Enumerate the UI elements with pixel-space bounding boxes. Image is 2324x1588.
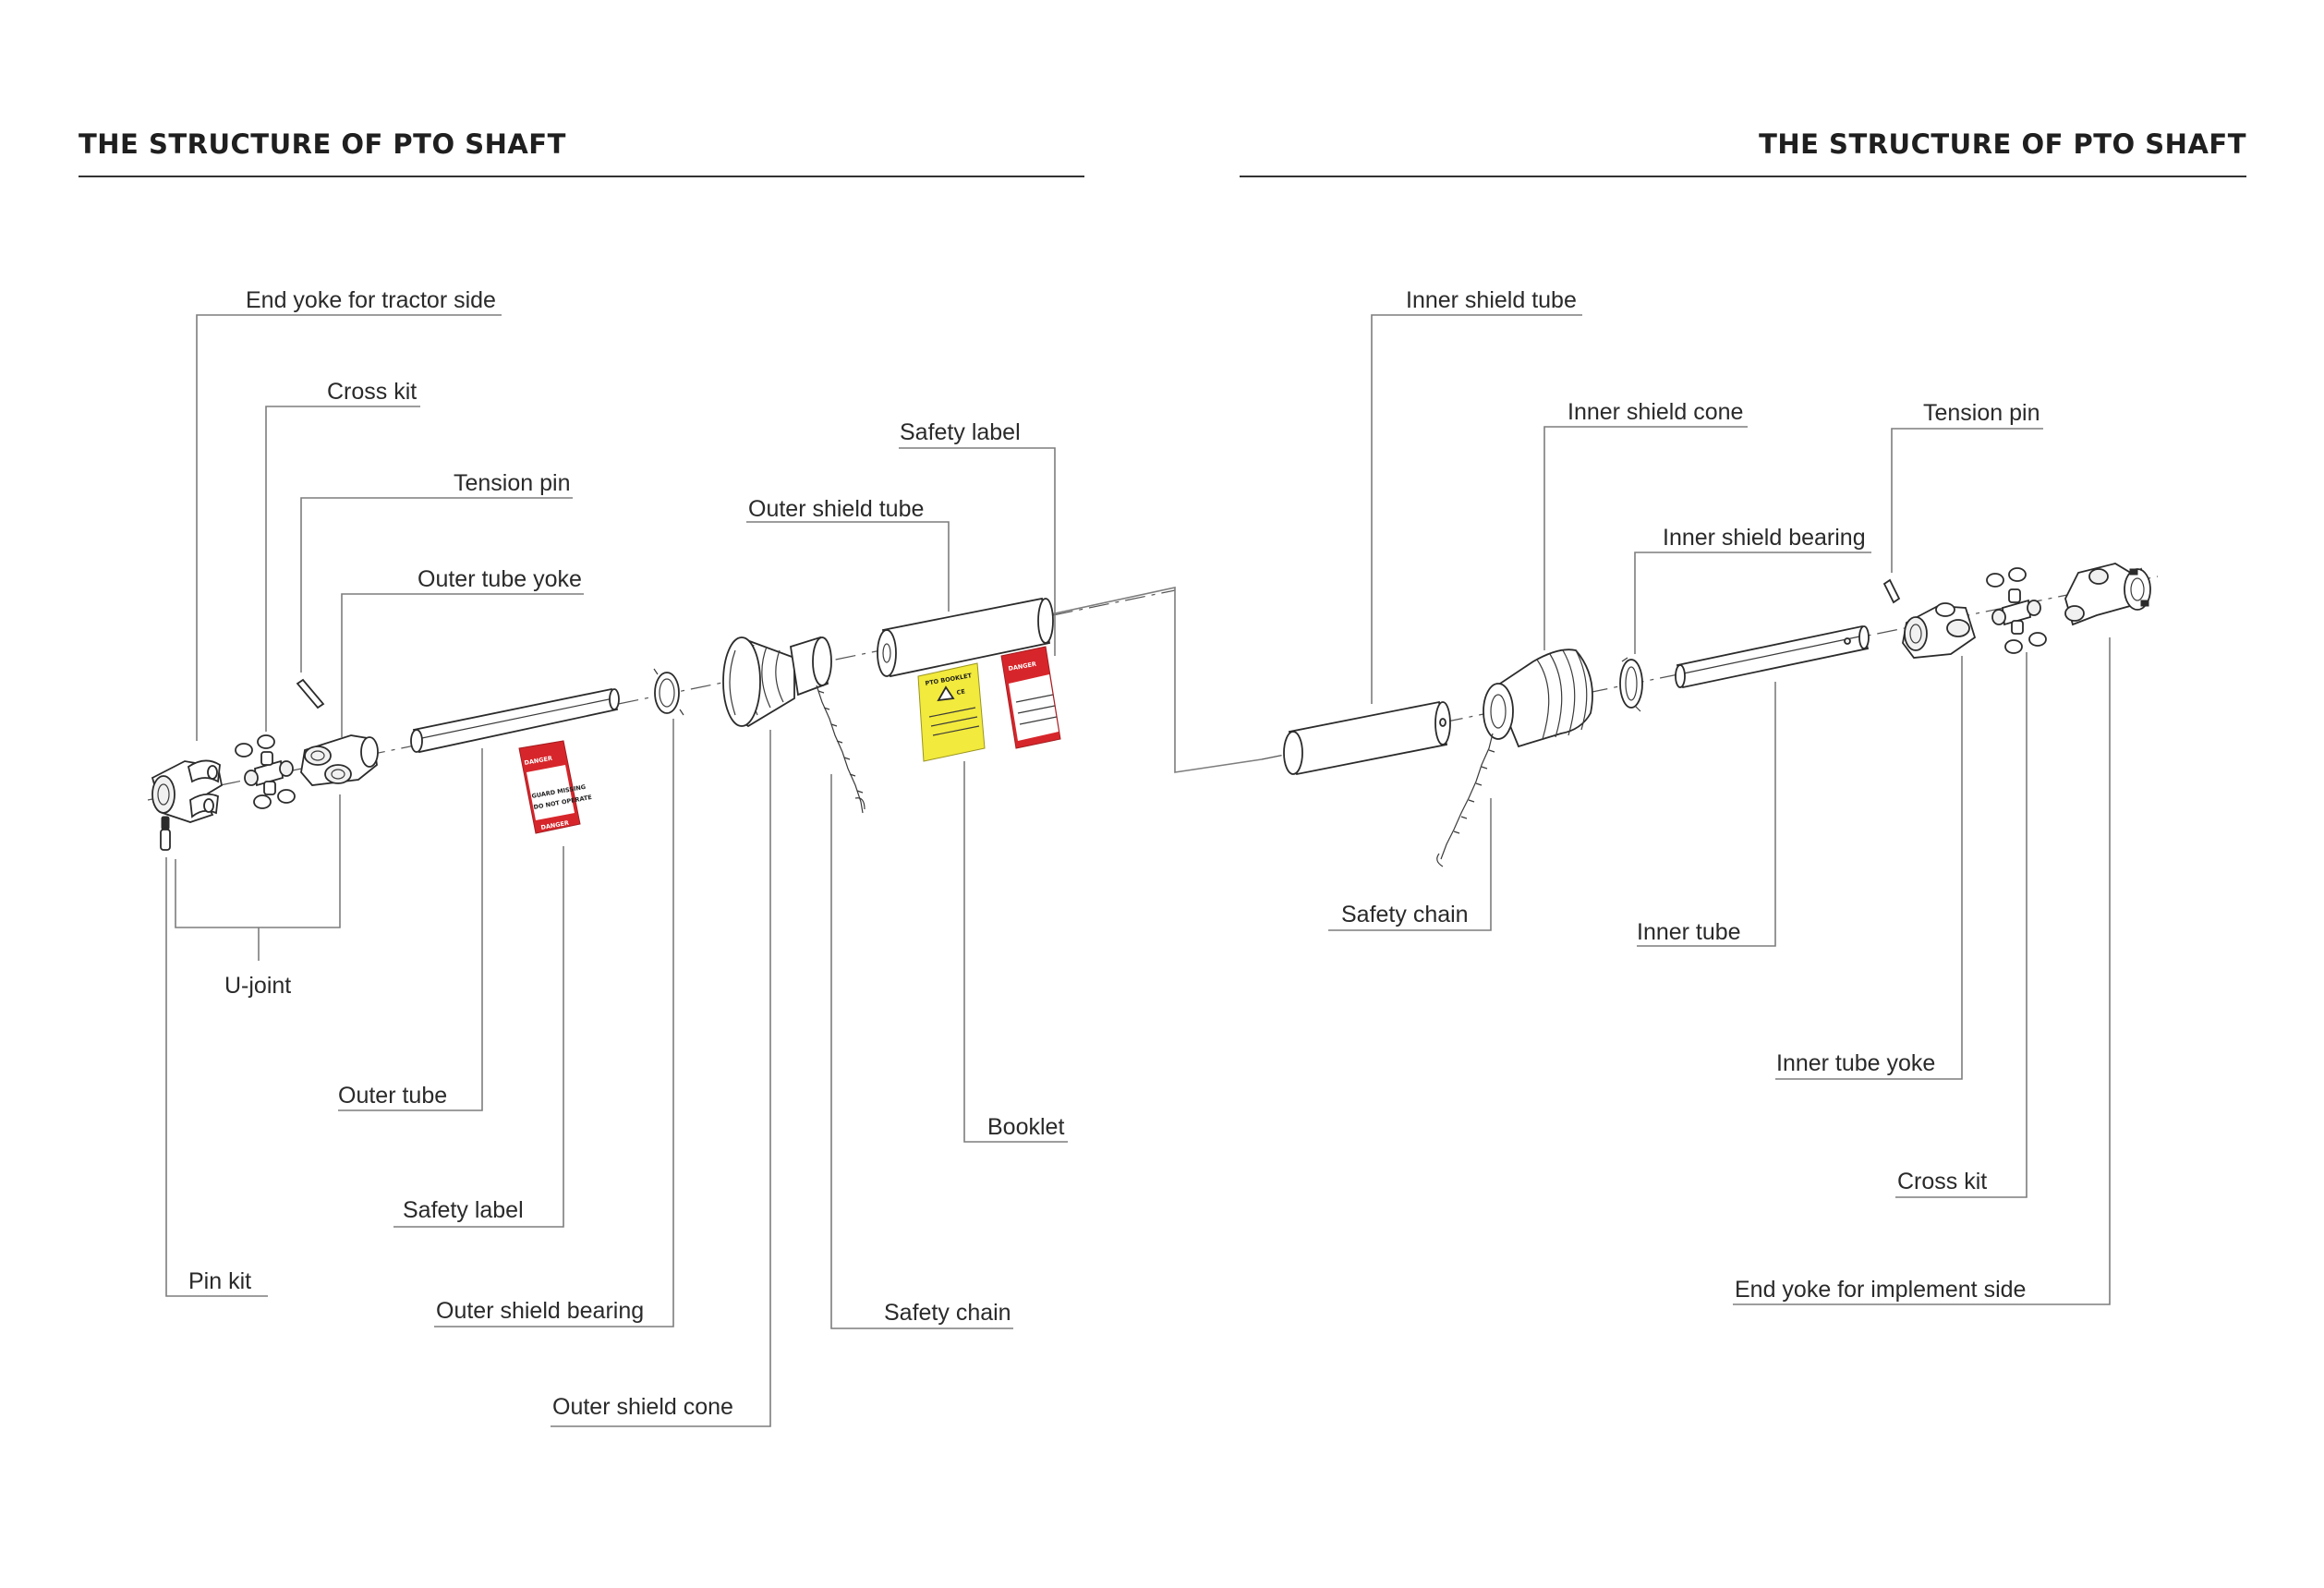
label-inner-shield-bearing: Inner shield bearing bbox=[1663, 525, 1866, 551]
leader-outer-shield-tube bbox=[746, 521, 950, 612]
pin-kit-part bbox=[160, 816, 171, 851]
inner-shield-bearing-part bbox=[1619, 657, 1643, 712]
label-tension-pin-left: Tension pin bbox=[454, 470, 570, 496]
inner-tube-yoke-part bbox=[1902, 602, 1977, 659]
label-end-yoke-implement: End yoke for implement side bbox=[1735, 1277, 2026, 1303]
label-safety-label-top: Safety label bbox=[900, 419, 1021, 445]
safety-label-sticker-left: DANGER GUARD MISSING DO NOT OPERATE DANG… bbox=[518, 740, 592, 834]
leader-end-yoke-implement bbox=[1733, 637, 2111, 1305]
label-outer-tube-yoke: Outer tube yoke bbox=[418, 566, 582, 592]
part-labels: End yoke for tractor side Cross kit Tens… bbox=[188, 287, 2040, 1420]
leader-outer-shield-cone bbox=[551, 730, 771, 1427]
leader-safety-label-bottom bbox=[393, 846, 564, 1228]
label-outer-tube: Outer tube bbox=[338, 1083, 447, 1109]
label-inner-tube-yoke: Inner tube yoke bbox=[1776, 1050, 1935, 1076]
leader-inner-shield-cone bbox=[1543, 426, 1748, 650]
label-outer-shield-tube: Outer shield tube bbox=[748, 496, 924, 522]
leader-booklet bbox=[963, 761, 1068, 1143]
label-outer-shield-cone: Outer shield cone bbox=[552, 1394, 733, 1420]
leader-inner-tube bbox=[1637, 682, 1776, 947]
cross-kit-left-part bbox=[235, 734, 296, 809]
label-inner-shield-cone: Inner shield cone bbox=[1567, 399, 1743, 425]
end-yoke-tractor-side bbox=[151, 759, 224, 823]
heading-left: THE STRUCTURE OF PTO SHAFT bbox=[79, 128, 566, 160]
booklet-part: PTO BOOKLET CE bbox=[917, 662, 986, 762]
ce-mark-icon: CE bbox=[956, 687, 965, 696]
outer-shield-bearing-part bbox=[653, 668, 684, 716]
outer-tube-yoke-part bbox=[300, 734, 379, 786]
label-safety-chain-left: Safety chain bbox=[884, 1300, 1011, 1326]
label-safety-chain-right: Safety chain bbox=[1341, 902, 1469, 927]
cross-kit-right-part bbox=[1986, 567, 2047, 654]
leader-inner-shield-bearing bbox=[1634, 552, 1871, 654]
label-end-yoke-tractor: End yoke for tractor side bbox=[246, 287, 496, 313]
inner-shield-cone-part bbox=[1483, 649, 1593, 748]
leader-u-joint bbox=[175, 794, 341, 928]
label-inner-tube: Inner tube bbox=[1637, 919, 1741, 945]
leader-lines bbox=[165, 314, 2111, 1427]
outer-shield-cone-part bbox=[722, 636, 832, 728]
safety-chain-left-part bbox=[816, 685, 865, 814]
inner-tube-part bbox=[1675, 624, 1870, 689]
leader-inner-tube-yoke bbox=[1775, 656, 1963, 1080]
label-inner-shield-tube: Inner shield tube bbox=[1406, 287, 1577, 313]
label-pin-kit: Pin kit bbox=[188, 1268, 251, 1294]
shaft-axis bbox=[147, 576, 2159, 801]
label-cross-kit-right: Cross kit bbox=[1897, 1169, 1987, 1194]
leader-outer-tube-yoke bbox=[341, 593, 584, 737]
outer-tube-part bbox=[410, 687, 620, 754]
leader-outer-tube bbox=[338, 748, 483, 1111]
end-yoke-implement-side-part bbox=[2064, 563, 2151, 626]
leader-tension-pin-left bbox=[300, 497, 573, 673]
label-safety-label-bottom: Safety label bbox=[403, 1197, 524, 1223]
label-booklet: Booklet bbox=[987, 1114, 1064, 1140]
leader-pin-kit bbox=[165, 857, 268, 1297]
outer-shield-tube-part bbox=[877, 597, 1054, 678]
label-tension-pin-right: Tension pin bbox=[1923, 400, 2040, 426]
safety-label-sticker-right: DANGER bbox=[1000, 646, 1061, 749]
tension-pin-left-part bbox=[296, 678, 325, 709]
label-cross-kit-left: Cross kit bbox=[327, 379, 417, 405]
label-outer-shield-bearing: Outer shield bearing bbox=[436, 1298, 644, 1324]
inner-shield-tube-part bbox=[1283, 700, 1451, 776]
leader-inner-shield-tube bbox=[1371, 314, 1582, 704]
warning-triangle-icon bbox=[937, 685, 955, 702]
leader-cross-kit-right bbox=[1895, 652, 2027, 1198]
leader-safety-label-top bbox=[899, 447, 1056, 656]
leader-cross-kit-left bbox=[265, 406, 420, 732]
heading-right: THE STRUCTURE OF PTO SHAFT bbox=[1759, 128, 2246, 160]
leader-outer-shield-bearing bbox=[434, 719, 674, 1327]
leader-tension-pin-right bbox=[1891, 428, 2043, 573]
leader-safety-chain-left bbox=[830, 774, 1013, 1329]
leader-end-yoke-tractor bbox=[196, 314, 502, 741]
safety-chain-right-part bbox=[1436, 733, 1495, 867]
leader-safety-chain-right bbox=[1328, 798, 1492, 931]
tension-pin-right-part bbox=[1882, 578, 1901, 604]
label-u-joint: U-joint bbox=[224, 973, 291, 999]
